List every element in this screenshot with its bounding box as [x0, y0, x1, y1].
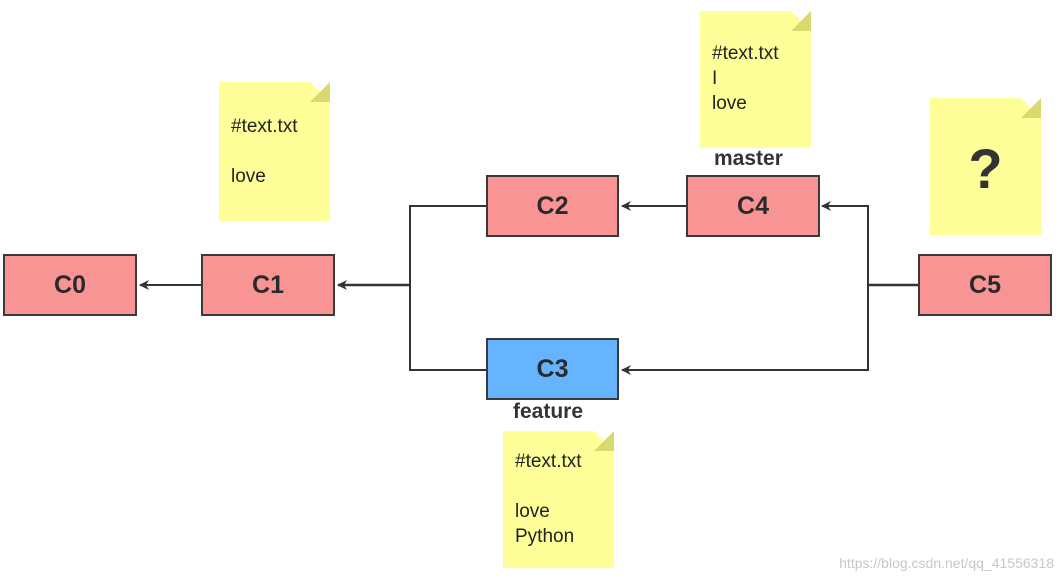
branch-label-feature: feature — [513, 400, 584, 423]
note-c4-line-3: love — [712, 93, 747, 114]
note-c4-line-2: I — [712, 68, 718, 89]
commit-c0: C0 — [3, 254, 137, 316]
note-fold-shade — [594, 431, 614, 451]
watermark: https://blog.csdn.net/qq_41556318 — [839, 555, 1054, 571]
note-c1: #text.txt love — [219, 82, 330, 221]
edge-c2-c1 — [409, 205, 486, 285]
edge-c5-c4 — [821, 201, 869, 285]
commit-c5-label: C5 — [969, 270, 1001, 299]
note-c3-line-4: Python — [515, 526, 575, 547]
note-c1-line-1: #text.txt — [231, 116, 298, 137]
note-c3: #text.txt love Python — [503, 431, 614, 568]
commit-c3-label: C3 — [536, 354, 569, 383]
note-fold-shade — [310, 82, 330, 102]
commit-c2: C2 — [486, 175, 619, 237]
note-c4-line-1: #text.txt — [712, 43, 779, 64]
commit-c4-label: C4 — [737, 191, 769, 220]
commit-c0-label: C0 — [54, 270, 86, 299]
commit-c3: C3 — [486, 338, 619, 400]
commit-c1: C1 — [201, 254, 335, 316]
note-c3-line-1: #text.txt — [515, 451, 582, 472]
note-c3-line-3: love — [515, 501, 550, 522]
commit-c5: C5 — [918, 254, 1052, 316]
commit-c1-label: C1 — [252, 270, 284, 299]
edge-c3-c1 — [409, 285, 486, 371]
note-c5: ? — [930, 98, 1041, 235]
note-c4: #text.txt I love — [700, 11, 811, 148]
commit-c4: C4 — [686, 175, 820, 237]
note-fold-shade — [791, 11, 811, 31]
branch-label-master: master — [714, 147, 783, 170]
note-c1-line-3: love — [231, 166, 266, 187]
edge-c5-c3 — [621, 285, 869, 375]
note-fold-shade — [1021, 98, 1041, 118]
commit-c2-label: C2 — [536, 191, 569, 220]
note-c5-question-mark: ? — [968, 137, 1003, 200]
